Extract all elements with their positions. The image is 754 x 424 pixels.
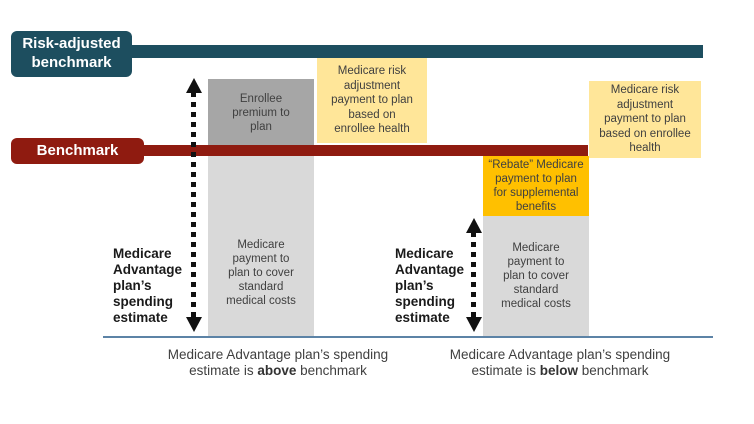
caption-bold-word: below bbox=[539, 362, 578, 378]
caption-line2-prefix: estimate is bbox=[471, 362, 540, 378]
left-spending-estimate-arrow bbox=[185, 78, 202, 332]
risk-adjusted-benchmark-label: Risk-adjusted benchmark bbox=[11, 31, 132, 77]
caption-line2-suffix: benchmark bbox=[296, 362, 367, 378]
left-risk-adjustment-note: Medicare risk adjustment payment to plan… bbox=[317, 58, 427, 143]
right-scenario-caption: Medicare Advantage plan’s spending estim… bbox=[430, 347, 690, 378]
benchmark-line bbox=[100, 145, 588, 156]
right-bar-medicare-payment-segment: Medicare payment to plan to cover standa… bbox=[483, 216, 589, 336]
baseline-axis bbox=[103, 336, 713, 338]
left-spending-estimate-label: Medicare Advantage plan’s spending estim… bbox=[113, 246, 183, 325]
dotted-line bbox=[191, 92, 196, 318]
right-spending-estimate-arrow bbox=[465, 218, 482, 332]
risk-adjusted-benchmark-line bbox=[100, 45, 703, 58]
caption-line2-prefix: estimate is bbox=[189, 362, 258, 378]
right-bar-rebate-segment: “Rebate” Medicare payment to plan for su… bbox=[483, 156, 589, 216]
caption-bold-word: above bbox=[257, 362, 297, 378]
arrow-down-head-icon bbox=[185, 317, 202, 332]
caption-line1: Medicare Advantage plan’s spending bbox=[449, 347, 671, 362]
benchmark-label: Benchmark bbox=[11, 138, 144, 164]
left-bar-enrollee-premium-segment: Enrollee premium to plan bbox=[208, 79, 314, 146]
caption-line2-suffix: benchmark bbox=[578, 362, 649, 378]
arrow-up-head-icon bbox=[185, 78, 202, 93]
left-scenario-caption: Medicare Advantage plan’s spending estim… bbox=[148, 347, 408, 378]
right-risk-adjustment-note: Medicare risk adjustment payment to plan… bbox=[589, 81, 701, 158]
arrow-down-head-icon bbox=[465, 317, 482, 332]
right-spending-estimate-label: Medicare Advantage plan’s spending estim… bbox=[395, 246, 465, 325]
caption-line1: Medicare Advantage plan’s spending bbox=[167, 347, 389, 362]
left-bar-medicare-payment-segment: Medicare payment to plan to cover standa… bbox=[208, 146, 314, 336]
dotted-line bbox=[471, 232, 476, 318]
arrow-up-head-icon bbox=[465, 218, 482, 233]
